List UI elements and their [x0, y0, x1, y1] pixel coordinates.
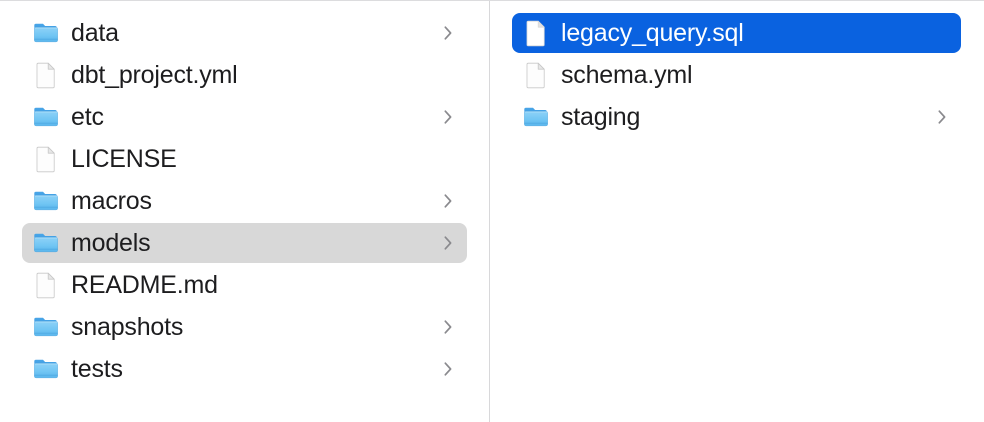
item-label: tests [71, 355, 123, 383]
item-label: macros [71, 187, 152, 215]
folder-row[interactable]: models [22, 223, 467, 263]
chevron-right-icon[interactable] [441, 316, 455, 338]
folder-row[interactable]: snapshots [22, 307, 467, 347]
folder-row[interactable]: macros [22, 181, 467, 221]
file-row[interactable]: legacy_query.sql [512, 13, 961, 53]
item-label: data [71, 19, 119, 47]
chevron-right-icon[interactable] [441, 190, 455, 212]
finder-column-parent[interactable]: data dbt_project.yml etc [0, 1, 490, 422]
file-row[interactable]: schema.yml [512, 55, 961, 95]
item-label: models [71, 229, 151, 257]
folder-icon [523, 103, 549, 131]
item-label: README.md [71, 271, 218, 299]
folder-icon [33, 103, 59, 131]
file-row[interactable]: LICENSE [22, 139, 467, 179]
document-icon [33, 61, 59, 89]
folder-row[interactable]: staging [512, 97, 961, 137]
folder-row[interactable]: data [22, 13, 467, 53]
document-icon [33, 271, 59, 299]
folder-icon [33, 19, 59, 47]
item-label: etc [71, 103, 104, 131]
folder-icon [33, 229, 59, 257]
document-icon [33, 145, 59, 173]
chevron-right-icon[interactable] [935, 106, 949, 128]
document-icon [523, 61, 549, 89]
item-label: staging [561, 103, 641, 131]
item-label: LICENSE [71, 145, 177, 173]
chevron-right-icon[interactable] [441, 232, 455, 254]
item-label: dbt_project.yml [71, 61, 238, 89]
folder-row[interactable]: tests [22, 349, 467, 389]
finder-column-child[interactable]: legacy_query.sql schema.yml staging [490, 1, 983, 422]
document-icon [523, 19, 549, 47]
folder-icon [33, 313, 59, 341]
folder-row[interactable]: etc [22, 97, 467, 137]
item-label: legacy_query.sql [561, 19, 744, 47]
item-label: schema.yml [561, 61, 693, 89]
chevron-right-icon[interactable] [441, 358, 455, 380]
file-row[interactable]: dbt_project.yml [22, 55, 467, 95]
folder-icon [33, 187, 59, 215]
chevron-right-icon[interactable] [441, 22, 455, 44]
item-label: snapshots [71, 313, 184, 341]
folder-icon [33, 355, 59, 383]
chevron-right-icon[interactable] [441, 106, 455, 128]
file-row[interactable]: README.md [22, 265, 467, 305]
